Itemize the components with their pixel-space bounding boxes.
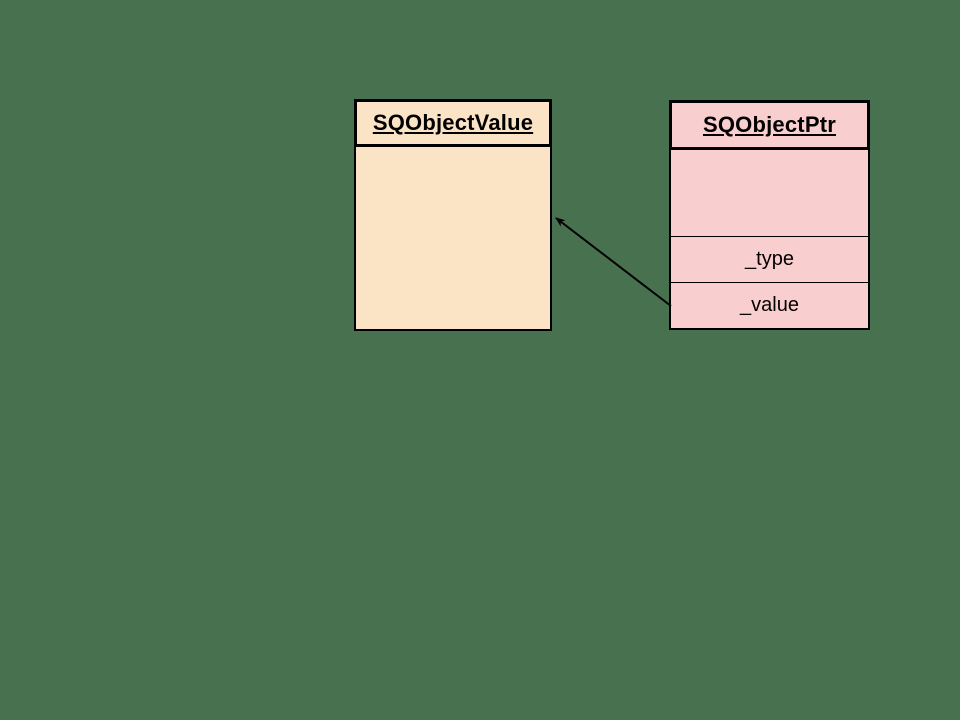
class-box-sqobjectptr: SQObjectPtr _type _value [669, 100, 870, 330]
attributes-empty-section [671, 150, 868, 236]
class-body-sqobjectvalue [354, 147, 552, 331]
class-title-sqobjectvalue: SQObjectValue [372, 110, 534, 135]
class-header-sqobjectvalue: SQObjectValue [354, 99, 552, 147]
connector-line [555, 217, 672, 307]
class-title-sqobjectptr: SQObjectPtr [702, 112, 836, 137]
class-body-sqobjectptr: _type _value [669, 150, 870, 330]
class-box-sqobjectvalue: SQObjectValue [354, 99, 552, 331]
class-header-sqobjectptr: SQObjectPtr [669, 100, 870, 150]
attribute-row-type: _type [671, 236, 868, 282]
attribute-row-value: _value [671, 282, 868, 328]
